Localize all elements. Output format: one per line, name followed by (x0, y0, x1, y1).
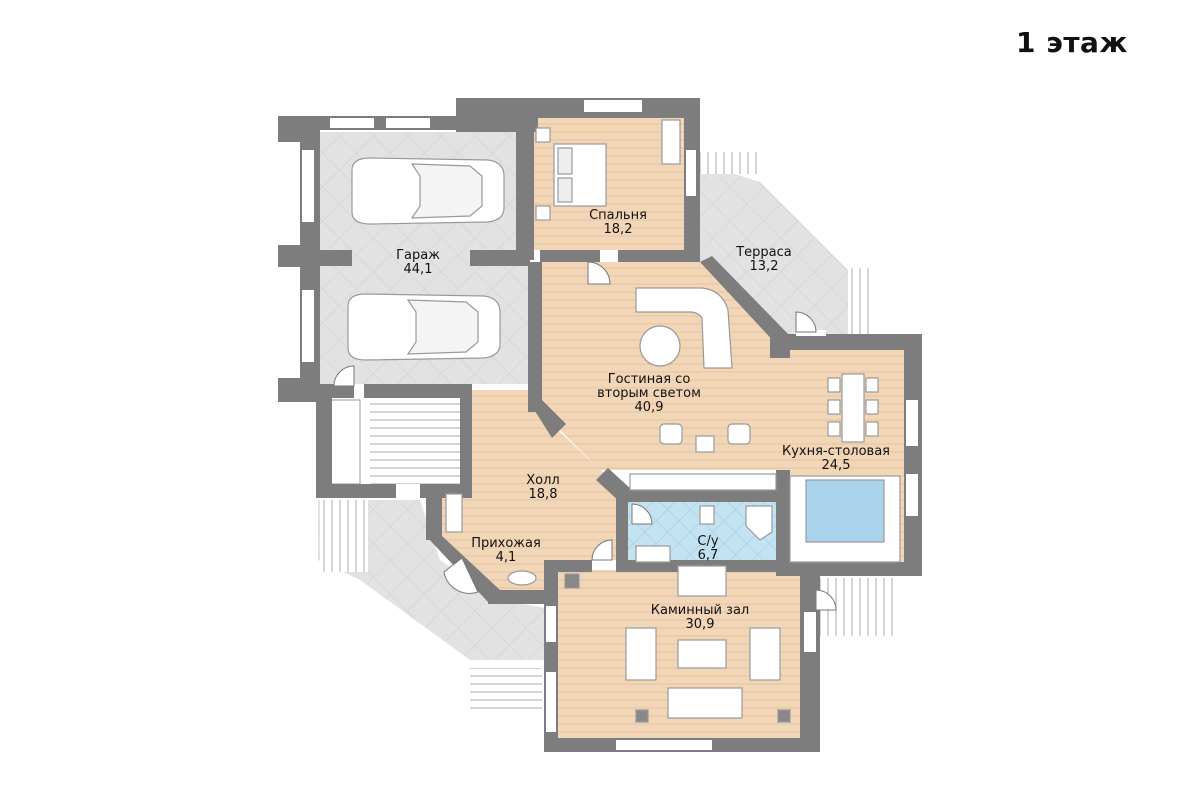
room-name-living-line2: вторым светом (597, 386, 701, 401)
room-area-entry: 4,1 (496, 550, 517, 565)
hall-floor (470, 390, 628, 560)
room-area-fireplace: 30,9 (686, 617, 715, 632)
room-area-garage: 44,1 (404, 262, 433, 277)
round-table (639, 325, 681, 367)
steps-terrace (848, 268, 872, 336)
shoe-cabinet (445, 493, 463, 533)
walls (278, 98, 922, 752)
table (677, 639, 727, 669)
room-name-kitchen: Кухня-столовая (782, 444, 890, 459)
plant (564, 573, 580, 589)
entry-floor (440, 490, 545, 590)
fireplace (677, 565, 727, 597)
stairs (370, 392, 468, 484)
doors (333, 261, 837, 611)
page-title: 1 этаж (1016, 26, 1128, 59)
room-labels: Гараж 44,1 Спальня 18,2 Терраса 13,2 Гос… (396, 208, 890, 632)
toilet (699, 505, 715, 525)
bench (507, 570, 537, 586)
room-area-wc: 6,7 (698, 548, 719, 563)
sofa-right (749, 627, 781, 681)
steps-terrace-top (690, 152, 760, 174)
room-name-terrace: Терраса (735, 245, 792, 260)
wardrobe (661, 119, 681, 165)
furniture (347, 119, 901, 723)
sink (635, 545, 671, 563)
room-area-kitchen: 24,5 (822, 458, 851, 473)
corner-sofa (635, 287, 733, 369)
room-name-wc: С/у (697, 534, 718, 549)
room-area-bedroom: 18,2 (604, 222, 633, 237)
room-area-terrace: 13,2 (750, 259, 779, 274)
room-name-hall: Холл (526, 473, 559, 488)
shower (745, 505, 773, 541)
porch-floor (318, 500, 545, 660)
car-top (351, 157, 505, 225)
sofa-bottom (667, 687, 743, 719)
room-area-hall: 18,8 (529, 487, 558, 502)
nightstand (535, 127, 551, 143)
room-name-fireplace: Каминный зал (651, 603, 749, 618)
coffee-table (695, 435, 715, 453)
room-name-garage: Гараж (396, 248, 440, 263)
steps-left (320, 500, 368, 572)
room-name-living-line1: Гостиная со (608, 372, 691, 387)
sofa-left (625, 627, 657, 681)
room-name-entry: Прихожая (471, 536, 541, 551)
steps-bottom (470, 668, 542, 712)
armchair (659, 423, 683, 445)
room-name-bedroom: Спальня (589, 208, 647, 223)
terrace-floor (690, 160, 848, 336)
dining-table (841, 373, 865, 443)
kitchen-island (805, 479, 885, 543)
tv-unit (629, 473, 777, 491)
car-bottom (347, 293, 501, 361)
room-area-living: 40,9 (635, 400, 664, 415)
